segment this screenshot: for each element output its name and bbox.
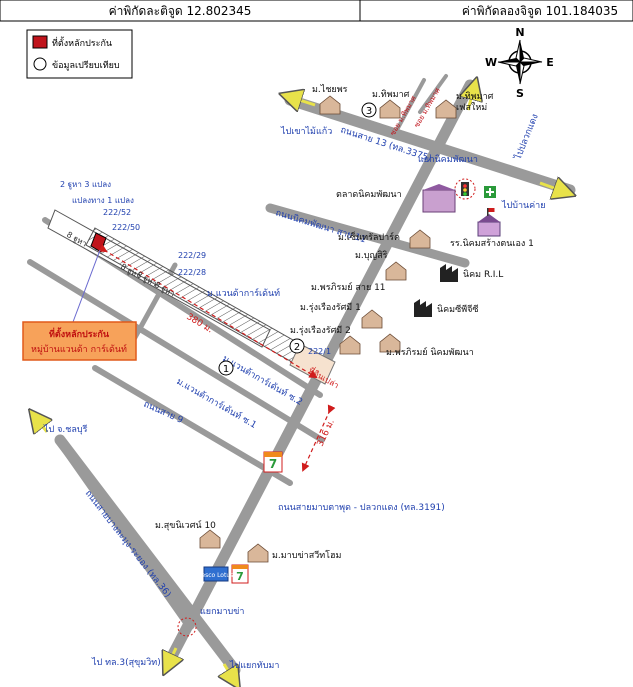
- junction-mapkha-circle: [177, 617, 197, 637]
- label-222-50: 222/50: [112, 223, 140, 232]
- compass-w: W: [485, 56, 497, 69]
- dir-thap-ma: ไปแยกทับมา: [229, 660, 279, 671]
- junctions: แยกนิคมพัฒนา แยกมาบข่า: [177, 154, 478, 637]
- factory-icon: [440, 264, 458, 282]
- marker-3: [361, 102, 377, 118]
- roads: [27, 74, 576, 676]
- house-icon: [379, 333, 401, 353]
- school-icon: [477, 208, 501, 237]
- road-mabtaphut-label: ถนนสายมาบตาพุด - ปลวกแดง (ทล.3191): [278, 503, 445, 513]
- house-icon: [247, 543, 269, 563]
- label-market: ตลาดนิคมพัฒนา: [336, 189, 402, 200]
- house-icon: [361, 309, 383, 329]
- distance-lines: [98, 244, 336, 472]
- legend: ที่ตั้งหลักประกัน ข้อมูลเปรียบเทียบ: [26, 29, 133, 79]
- svg-text:7: 7: [269, 457, 277, 471]
- house-icons: [199, 95, 457, 563]
- label-phrapirom11: ม.พรภิรมย์ สาย 11: [311, 281, 386, 293]
- label-school: รร.นิคมสร้างตนเอง 1: [450, 238, 534, 249]
- road-36-lower: [55, 435, 195, 630]
- marker-1: [218, 360, 234, 376]
- comparable-swatch: [33, 57, 47, 71]
- seven-eleven-icon: 7: [231, 564, 249, 584]
- label-222-28: 222/28: [178, 268, 206, 277]
- longitude-label: ค่าพิกัดลองจิจูด 101.184035: [462, 4, 618, 19]
- label-rung2: ม.รุ่งเรืองรัศมี 2: [290, 325, 351, 336]
- distance-316-label: 316 ม.: [316, 418, 337, 448]
- comparable-markers: 1 2 3: [218, 102, 377, 376]
- house-icon: [379, 99, 401, 119]
- label-suknivet: ม.สุขนิเวศน์ 10: [155, 519, 216, 531]
- road-banchang-label: ถนนสายบางละมุง-ระยอง (ทล.36): [83, 489, 173, 600]
- label-wanda: ม.แวนด้าการ์เด้นท์: [207, 287, 280, 299]
- junction-nikhom-label: แยกนิคมพัฒนา: [418, 154, 478, 165]
- compass-s: S: [516, 87, 524, 100]
- road-9-label: ถนนสาย 9: [142, 400, 185, 426]
- legend-comparable-label: ข้อมูลเปรียบเทียบ: [52, 60, 120, 71]
- label-phrapirom-nikhom: ม.พรภิรมย์ นิคมพัฒนา: [386, 346, 474, 358]
- tesco-lotus-icon: Tesco Lotus: [198, 566, 234, 582]
- callout-leader: [69, 249, 101, 331]
- collateral-swatch: [32, 35, 48, 49]
- label-bunsiri: ม.บุญสิริ: [355, 250, 388, 261]
- label-saiyaporn: ม.ไชยพร: [312, 84, 348, 95]
- hospital-icon: [484, 186, 496, 198]
- dir-sukhumvit: ไป ทล.3(สุขุมวิท): [91, 657, 161, 668]
- svg-text:7: 7: [236, 570, 244, 583]
- label-222-1: 222/1: [308, 347, 331, 356]
- direction-arrows: [36, 88, 565, 680]
- house-icon: [339, 335, 361, 355]
- latitude-label: ค่าพิกัดละติจูด 12.802345: [109, 4, 252, 19]
- dir-khao-mai-kaeo: ไปเขาไม้แก้ว: [280, 126, 332, 137]
- label-ril: นิคม R.I.L: [463, 269, 503, 280]
- road-9: [92, 365, 293, 486]
- distance-316-line: [301, 404, 336, 472]
- dir-chonburi: ไป จ.ชลบุรี: [43, 424, 88, 435]
- label-lane-2: 2 ฐูหา 3 แปลง: [60, 180, 111, 190]
- seven-eleven-icon: 7: [263, 451, 283, 473]
- soi-thipmas-a: [418, 74, 448, 114]
- compass-icon: N S E W: [485, 26, 554, 100]
- dir-pluak-daeng: ไปปลวกแดง: [512, 112, 541, 162]
- house-icon: [409, 229, 431, 249]
- callout-subtitle: หมู่บ้านแวนด้า การ์เด้นท์: [31, 343, 127, 355]
- label-222-29: 222/29: [178, 251, 206, 260]
- label-thipmas: ม.ทิพมาศ: [372, 89, 410, 100]
- market-icon: [422, 184, 456, 213]
- road-nikhom-11: [265, 203, 470, 268]
- soi-thipmas-b: [396, 78, 426, 130]
- house-icon: [199, 529, 221, 549]
- road-13: [284, 94, 576, 196]
- label-222-52: 222/52: [103, 208, 131, 217]
- marker-3-label: 3: [366, 106, 372, 117]
- marker-2-label: 2: [294, 342, 300, 353]
- junction-nikhom-circle: [454, 178, 476, 200]
- label-rung1: ม.รุ่งเรืองรัศมี 1: [300, 302, 361, 313]
- marker-2: [289, 338, 305, 354]
- junction-mapkha-label: แยกมาบข่า: [200, 607, 244, 617]
- place-labels: ม.ไชยพร ม.ทิพมาศ ม.ทิพมาศเฟสใหม่ ตลาดนิค…: [155, 84, 534, 561]
- collateral-callout: ที่ตั้งหลักประกัน หมู่บ้านแวนด้า การ์เด้…: [22, 321, 137, 361]
- legend-collateral-label: ที่ตั้งหลักประกัน: [52, 36, 112, 49]
- label-lane-1: แปลงทาง 1 แปลง: [72, 196, 134, 205]
- factory-icon: [414, 299, 432, 317]
- label-hemaraj: นิคมซีพีจีซี: [437, 304, 479, 315]
- dir-ban-khai: ไปบ้านค่าย: [501, 200, 546, 211]
- coordinate-header: ค่าพิกัดละติจูด 12.802345 ค่าพิกัดลองจิจ…: [0, 0, 633, 22]
- compass-n: N: [515, 26, 524, 39]
- house-icon: [385, 261, 407, 281]
- poi-icons: 7 7 Tesco Lotus: [198, 184, 501, 584]
- callout-title: ที่ตั้งหลักประกัน: [49, 327, 110, 340]
- compass-e: E: [546, 56, 554, 69]
- marker-1-label: 1: [223, 364, 229, 375]
- tesco-label: Tesco Lotus: [198, 572, 234, 579]
- distance-380-line: [98, 244, 318, 379]
- label-mapkha-home: ม.มาบข่าสวีทโฮม: [272, 550, 342, 561]
- house-icon: [319, 95, 341, 115]
- label-century: ม.เซ็นทรัลปาร์ค: [338, 230, 400, 243]
- house-icon: [435, 99, 457, 119]
- label-thipmas-new: ม.ทิพมาศเฟสใหม่: [456, 91, 494, 113]
